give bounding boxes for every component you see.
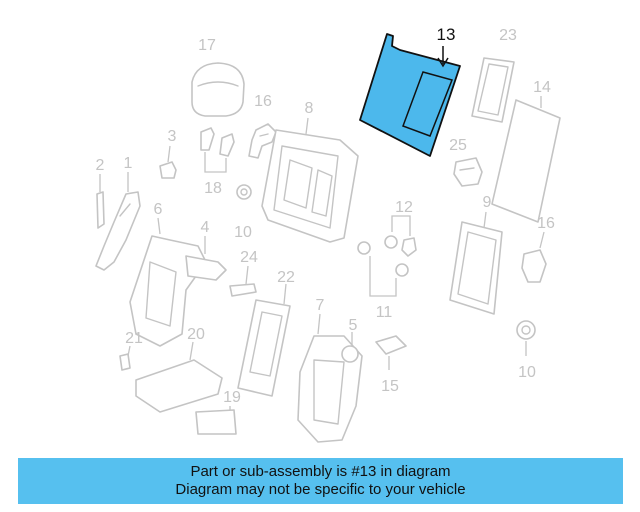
label-15: 15 bbox=[381, 378, 399, 395]
label-16b: 16 bbox=[537, 215, 555, 232]
label-22: 22 bbox=[277, 269, 295, 286]
part-12-fasteners: 12 bbox=[384, 199, 417, 257]
label-2: 2 bbox=[96, 157, 105, 174]
label-23: 23 bbox=[499, 27, 517, 44]
part-21-screw: 21 bbox=[119, 330, 143, 371]
info-banner: Part or sub-assembly is #13 in diagram D… bbox=[18, 458, 623, 504]
part-22-side-panel: 22 bbox=[237, 269, 295, 397]
label-19: 19 bbox=[223, 389, 241, 406]
label-6: 6 bbox=[154, 201, 163, 218]
part-7-cushion-cover: 7 bbox=[297, 297, 363, 443]
label-21: 21 bbox=[125, 330, 143, 347]
part-14-board: 14 bbox=[491, 79, 561, 223]
part-19-trim: 19 bbox=[195, 389, 241, 435]
part-25-latch: 25 bbox=[449, 137, 483, 187]
part-16-bracket-lower: 16 bbox=[521, 215, 555, 283]
banner-line-2: Diagram may not be specific to your vehi… bbox=[175, 481, 466, 498]
part-15-cover: 15 bbox=[375, 335, 407, 395]
label-9: 9 bbox=[483, 194, 492, 211]
banner-line-1: Part or sub-assembly is #13 in diagram bbox=[190, 463, 451, 480]
label-24: 24 bbox=[240, 249, 258, 266]
part-24-bolt: 24 bbox=[229, 249, 258, 297]
part-23-frame: 23 bbox=[471, 27, 517, 123]
label-10a: 10 bbox=[234, 224, 252, 241]
part-2-trim: 2 bbox=[96, 157, 105, 229]
label-13: 13 bbox=[437, 25, 456, 44]
label-4: 4 bbox=[201, 219, 210, 236]
part-10-grommet-lower: 10 bbox=[516, 320, 536, 381]
part-8-backrest-frame: 8 bbox=[261, 100, 359, 243]
label-10b: 10 bbox=[518, 364, 536, 381]
label-17: 17 bbox=[198, 37, 216, 54]
label-14: 14 bbox=[533, 79, 551, 96]
part-10-grommet-upper: 10 bbox=[234, 184, 252, 241]
part-20-cushion-pan: 20 bbox=[135, 326, 223, 413]
label-18: 18 bbox=[204, 180, 222, 197]
label-3: 3 bbox=[168, 128, 177, 145]
part-17-headrest: 17 bbox=[191, 37, 245, 117]
label-25: 25 bbox=[449, 137, 467, 154]
label-11: 11 bbox=[376, 304, 393, 321]
label-12: 12 bbox=[395, 199, 413, 216]
label-16a: 16 bbox=[254, 93, 272, 110]
part-9-rear-panel: 9 bbox=[449, 194, 503, 315]
label-7: 7 bbox=[316, 297, 325, 314]
part-3-clip: 3 bbox=[159, 128, 177, 179]
part-4-armrest: 4 bbox=[185, 219, 227, 281]
part-13-panel-highlighted: 13 bbox=[359, 25, 461, 157]
label-8: 8 bbox=[305, 100, 314, 117]
part-1-bolster: 1 bbox=[95, 155, 141, 271]
parts-diagram: 17 16 18 3 2 1 8 bbox=[95, 25, 561, 443]
part-11-fasteners: 11 bbox=[357, 241, 409, 321]
part-5-knob: 5 bbox=[341, 317, 359, 363]
label-1: 1 bbox=[124, 155, 133, 172]
part-18-guides: 18 bbox=[200, 127, 235, 197]
label-20: 20 bbox=[187, 326, 205, 343]
part-16-bracket: 16 bbox=[248, 93, 277, 159]
label-5: 5 bbox=[349, 317, 358, 334]
